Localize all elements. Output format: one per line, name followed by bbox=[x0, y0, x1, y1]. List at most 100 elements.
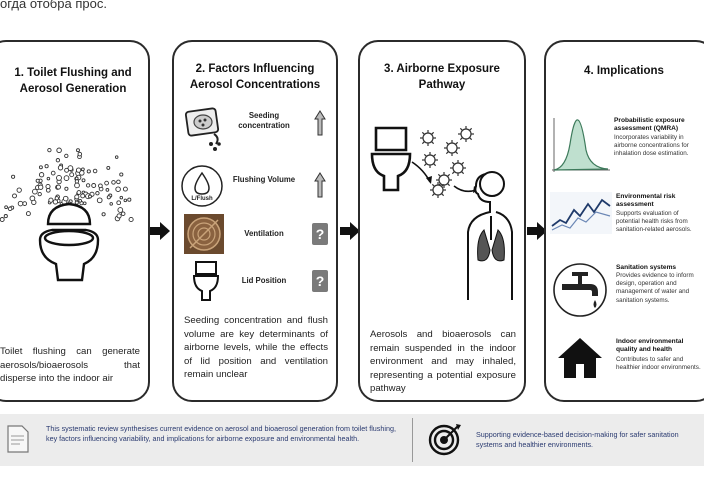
aerosol-droplet bbox=[31, 199, 37, 206]
panel-3-title-line2: Pathway bbox=[418, 79, 466, 91]
aerosol-droplet bbox=[62, 195, 69, 202]
aerosol-droplet bbox=[48, 197, 54, 203]
document-icon bbox=[7, 425, 29, 453]
panel-2-description: Seeding concentration and flush volume a… bbox=[184, 315, 328, 381]
virus-particle-icon bbox=[450, 160, 466, 176]
aerosol-droplet bbox=[67, 165, 74, 171]
aerosol-droplet bbox=[81, 167, 85, 172]
aerosol-droplet bbox=[74, 194, 80, 200]
aerosol-droplet bbox=[76, 190, 82, 195]
implication-text-indoor: Contributes to safer and healthier indoo… bbox=[616, 356, 701, 372]
aerosol-droplet bbox=[77, 151, 83, 157]
aerosol-droplet bbox=[56, 174, 62, 181]
aerosol-droplet bbox=[105, 188, 110, 192]
implication-title-qmra: Probabilistic exposure assessment (QMRA) bbox=[614, 117, 685, 133]
aerosol-droplet bbox=[56, 184, 61, 190]
aerosol-droplet bbox=[35, 178, 40, 183]
aerosol-droplet bbox=[44, 164, 49, 169]
exposure-pathway-illustration bbox=[370, 126, 513, 300]
aerosol-droplet bbox=[64, 167, 70, 173]
panel-2-title-line1: 2. Factors Influencing bbox=[195, 63, 315, 75]
aerosol-droplet bbox=[91, 183, 97, 188]
water-tap-icon bbox=[553, 263, 607, 317]
summary-text: This systematic review synthesises curre… bbox=[46, 424, 396, 444]
aerosol-droplet bbox=[46, 176, 51, 181]
ventilation-fan-icon bbox=[184, 214, 224, 254]
aerosol-droplet bbox=[81, 178, 86, 183]
aerosol-droplet bbox=[56, 147, 62, 154]
factor-label-lid-position: Lid Position bbox=[241, 276, 287, 285]
panel-3-description: Aerosols and bioaerosols can remain susp… bbox=[370, 329, 516, 395]
implication-text-sanitation: Provides evidence to inform design, oper… bbox=[616, 272, 694, 304]
seeding-concentration-icon bbox=[184, 107, 221, 151]
aerosol-droplet bbox=[17, 200, 24, 207]
factor-label-seeding: Seeding concentration bbox=[238, 111, 290, 131]
uncertain-question-icon: ? bbox=[312, 223, 328, 245]
aerosol-droplet bbox=[54, 196, 59, 201]
panel-3-title-line1: 3. Airborne Exposure bbox=[384, 63, 500, 75]
increase-up-arrow-icon bbox=[314, 172, 326, 198]
implication-text-risk: Supports evaluation of potential health … bbox=[616, 210, 692, 234]
aerosol-droplet bbox=[114, 155, 119, 159]
aerosol-droplet bbox=[0, 217, 5, 222]
aerosol-droplet bbox=[86, 169, 91, 174]
aerosol-droplet bbox=[82, 201, 87, 206]
aerosol-droplet bbox=[128, 216, 134, 223]
panel-4-title: 4. Implications bbox=[584, 65, 664, 77]
increase-up-arrow-icon bbox=[314, 110, 326, 136]
aerosol-droplet bbox=[109, 202, 113, 206]
aerosol-droplet bbox=[98, 183, 103, 189]
aerosol-droplet bbox=[116, 213, 122, 219]
aerosol-droplet bbox=[117, 207, 124, 213]
aerosol-droplet bbox=[50, 170, 56, 176]
virus-particle-icon bbox=[420, 130, 436, 146]
aerosol-droplet bbox=[74, 182, 80, 189]
aerosol-droplet bbox=[122, 186, 128, 192]
implication-title-indoor: Indoor environmental quality and health bbox=[616, 338, 684, 354]
aerosol-droplet bbox=[38, 172, 45, 178]
aerosol-droplet bbox=[55, 158, 61, 163]
aerosol-droplet bbox=[119, 195, 124, 200]
aerosol-droplet bbox=[38, 165, 43, 170]
aerosol-droplet bbox=[116, 179, 121, 185]
implication-title-risk: Environmental risk assessment bbox=[616, 193, 676, 209]
risk-trend-chart-icon bbox=[550, 192, 612, 234]
aerosol-droplet bbox=[106, 165, 111, 170]
flushing-volume-icon bbox=[181, 165, 223, 207]
aerosol-droplet bbox=[92, 168, 98, 174]
virus-particle-icon bbox=[430, 182, 446, 198]
aerosol-droplet bbox=[74, 200, 79, 205]
lid-position-toilet-icon bbox=[192, 261, 220, 301]
aerosol-droplet bbox=[74, 179, 80, 184]
aerosol-droplet bbox=[64, 186, 69, 191]
aerosol-droplet bbox=[57, 165, 64, 171]
target-icon bbox=[428, 424, 461, 456]
aerosol-droplet bbox=[104, 180, 109, 186]
aerosol-droplet bbox=[11, 174, 16, 179]
flow-arrow-icon bbox=[527, 222, 547, 240]
flow-arrow-icon bbox=[150, 222, 170, 240]
bottom-divider bbox=[412, 418, 413, 462]
distribution-curve-icon bbox=[552, 118, 610, 172]
aerosol-droplet bbox=[76, 148, 80, 153]
lflush-label: L/Flush bbox=[191, 196, 213, 202]
aerosol-droplet bbox=[25, 211, 31, 217]
aerosol-droplet bbox=[95, 191, 100, 196]
aerosol-droplet bbox=[3, 214, 8, 219]
aerosol-droplet bbox=[80, 193, 86, 199]
panel-1-title-line1: 1. Toilet Flushing and bbox=[14, 67, 132, 79]
panel-2-title-line2: Aerosol Concentrations bbox=[189, 79, 321, 91]
cropped-top-text: огда отобра прос. bbox=[0, 0, 107, 11]
aerosol-droplet bbox=[37, 191, 42, 197]
flow-arrow-icon bbox=[340, 222, 360, 240]
uncertain-question-icon: ? bbox=[312, 270, 328, 292]
implication-title-sanitation: Sanitation systems bbox=[616, 264, 677, 271]
factor-label-ventilation: Ventilation bbox=[244, 229, 284, 238]
implication-text-qmra: Incorporates variability in airborne con… bbox=[614, 134, 689, 158]
virus-particle-icon bbox=[458, 126, 474, 142]
aerosol-droplet bbox=[64, 153, 69, 159]
aerosol-droplet bbox=[38, 184, 44, 190]
virus-particle-icon bbox=[444, 140, 460, 156]
aerosol-droplet bbox=[69, 172, 75, 178]
virus-particle-icon bbox=[422, 152, 438, 168]
